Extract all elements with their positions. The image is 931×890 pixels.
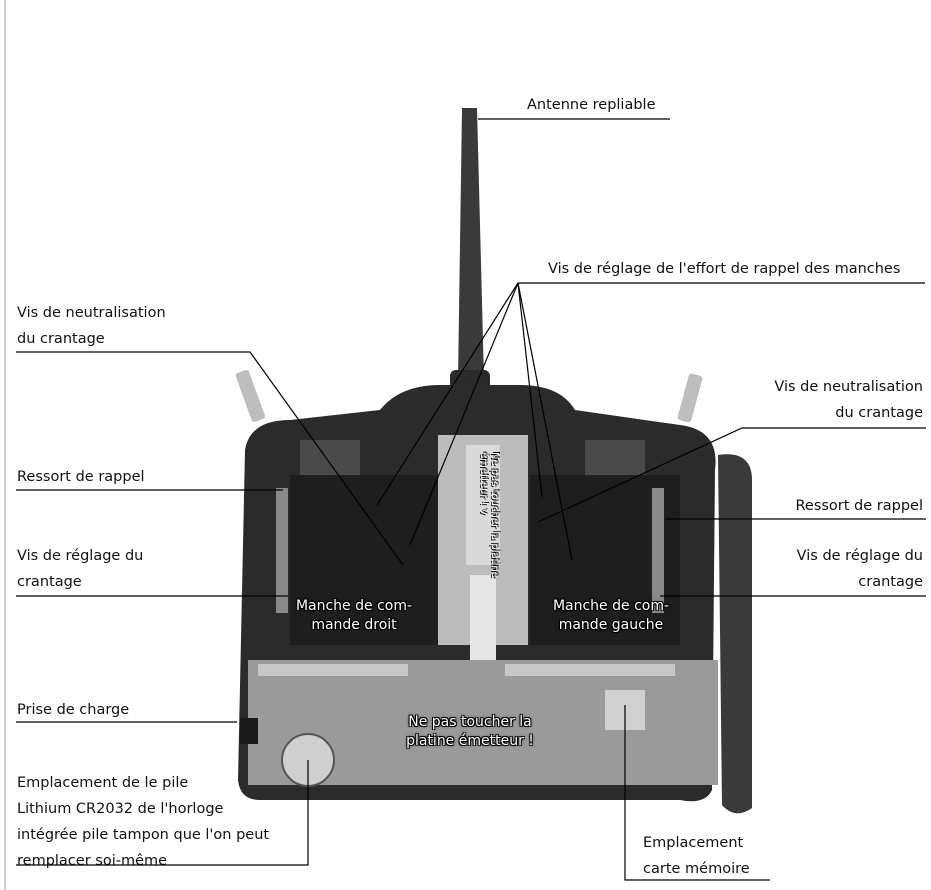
spring-right: [652, 488, 664, 613]
case-lid: [718, 454, 752, 814]
switch-right: [677, 373, 703, 423]
label-vis-crantage-left: Vis de réglage du crantage: [17, 548, 144, 590]
photo-label-manche-droit: Manche de com- mande droit: [295, 598, 413, 633]
label-vis-crantage-right: Vis de réglage du crantage: [796, 548, 923, 590]
leader-pile: [16, 760, 309, 866]
switch-left: [235, 369, 265, 422]
photo-label-platine-vertical: Ne pas toucher la platine émetteur ! v: [478, 452, 500, 578]
photo-label-platine: Ne pas toucher la platine émetteur !: [406, 714, 534, 749]
label-ressort-right: Ressort de rappel: [795, 498, 923, 514]
label-vis-neutral-right: Vis de neutralisation du crantage: [774, 379, 923, 421]
leader-neutral-right: [537, 427, 926, 523]
label-vis-neutral-left: Vis de neutralisation du crantage: [17, 305, 166, 347]
rf-module-label: [466, 445, 500, 565]
label-prise-charge: Prise de charge: [17, 702, 130, 718]
label-carte-memoire: Emplacement carte mémoire: [643, 835, 750, 877]
spring-left: [276, 488, 288, 613]
ribbon-cable: [470, 575, 496, 660]
label-ressort-left: Ressort de rappel: [17, 469, 145, 485]
left-border: [4, 0, 6, 890]
leader-carte: [624, 705, 770, 881]
label-antenne: Antenne repliable: [527, 97, 656, 113]
photo-label-manche-gauche: Manche de com- mande gauche: [552, 598, 670, 633]
stick-left-mechanism: [290, 475, 440, 645]
label-vis-effort: Vis de réglage de l'effort de rappel des…: [548, 261, 901, 277]
leader-neutral-left: [16, 351, 404, 566]
antenna: [458, 108, 484, 380]
charge-socket: [240, 718, 258, 744]
label-pile: Emplacement de le pile Lithium CR2032 de…: [17, 775, 270, 869]
